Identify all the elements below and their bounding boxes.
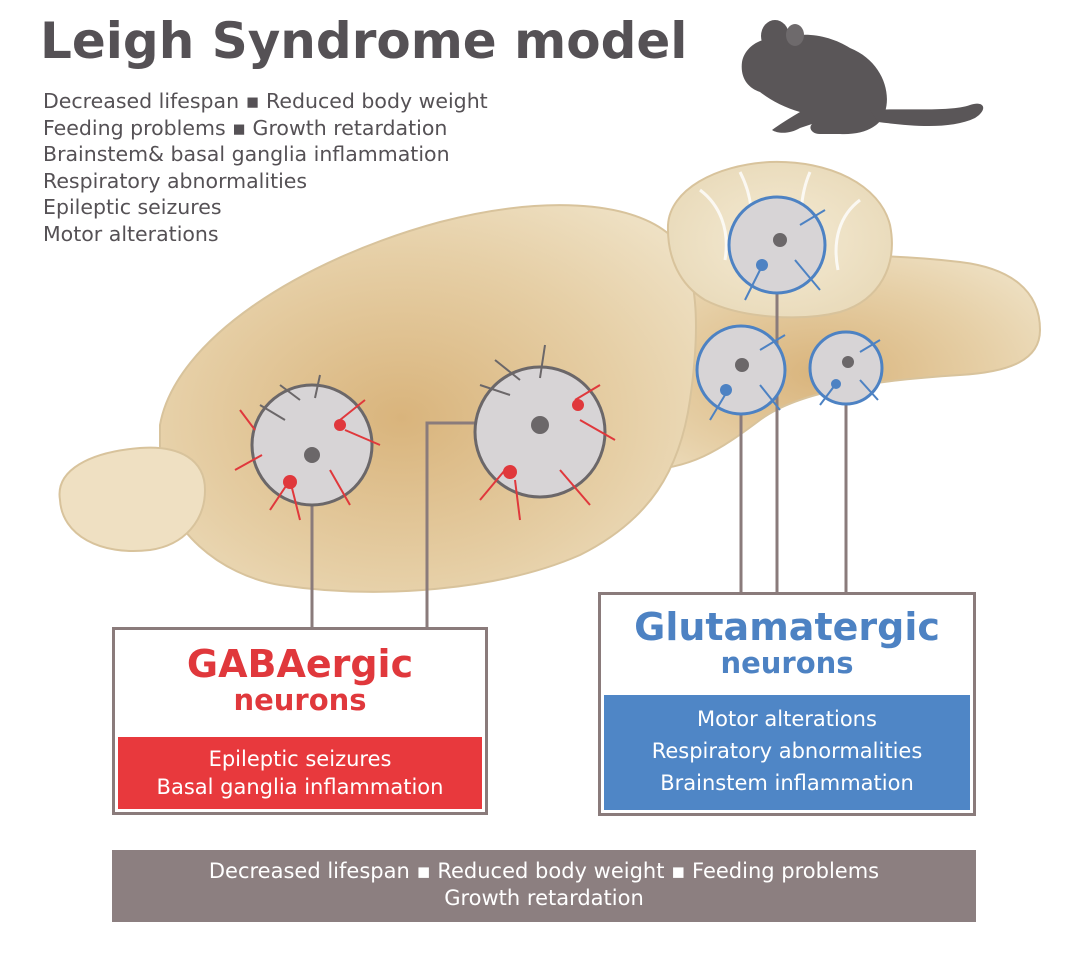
gabaergic-subtitle: neurons [233, 683, 367, 717]
list-item: Respiratory abnormalities [43, 168, 308, 193]
effect-item: Respiratory abnormalities [651, 739, 923, 763]
neuron-circle-icon [695, 324, 787, 421]
shared-effects-box: Decreased lifespan ▪ Reduced body weight… [112, 850, 976, 922]
neuron-circle-icon [727, 195, 827, 301]
gabaergic-header: GABAergic neurons [115, 630, 485, 738]
gabaergic-effects: Epileptic seizures Basal ganglia inflamm… [118, 737, 482, 809]
shared-effect-line: Decreased lifespan ▪ Reduced body weight… [208, 859, 880, 883]
neuron-circle-icon [808, 330, 884, 406]
glutamatergic-box: Glutamatergic neurons Motor alterations … [598, 592, 976, 816]
list-item: Decreased lifespan ▪ Reduced body weight [43, 89, 488, 113]
list-item: Motor alterations [43, 221, 219, 246]
mouse-icon [741, 20, 984, 135]
glutamatergic-subtitle: neurons [720, 646, 854, 680]
gabaergic-title: GABAergic [186, 642, 414, 686]
effect-item: Motor alterations [697, 707, 877, 731]
shared-effect-line: Growth retardation [444, 886, 644, 910]
model-symptoms-list: Decreased lifespan ▪ Reduced body weight… [43, 88, 488, 248]
neuron-circle-icon [473, 344, 616, 521]
effect-item: Brainstem inflammation [660, 771, 914, 795]
list-item: Brainstem& basal ganglia inflammation [43, 142, 450, 167]
neuron-circle-icon [234, 374, 381, 521]
effect-item: Epileptic seizures [208, 747, 392, 771]
gabaergic-box: GABAergic neurons Epileptic seizures Bas… [112, 627, 488, 815]
olfactory-bulb [58, 446, 207, 552]
list-item: Epileptic seizures [43, 195, 222, 220]
page-title: Leigh Syndrome model [40, 12, 688, 70]
glutamatergic-header: Glutamatergic neurons [601, 595, 973, 697]
glutamatergic-effects: Motor alterations Respiratory abnormalit… [604, 695, 970, 810]
glutamatergic-title: Glutamatergic [634, 605, 940, 649]
list-item: Feeding problems ▪ Growth retardation [43, 115, 448, 140]
effect-item: Basal ganglia inflammation [156, 775, 444, 799]
